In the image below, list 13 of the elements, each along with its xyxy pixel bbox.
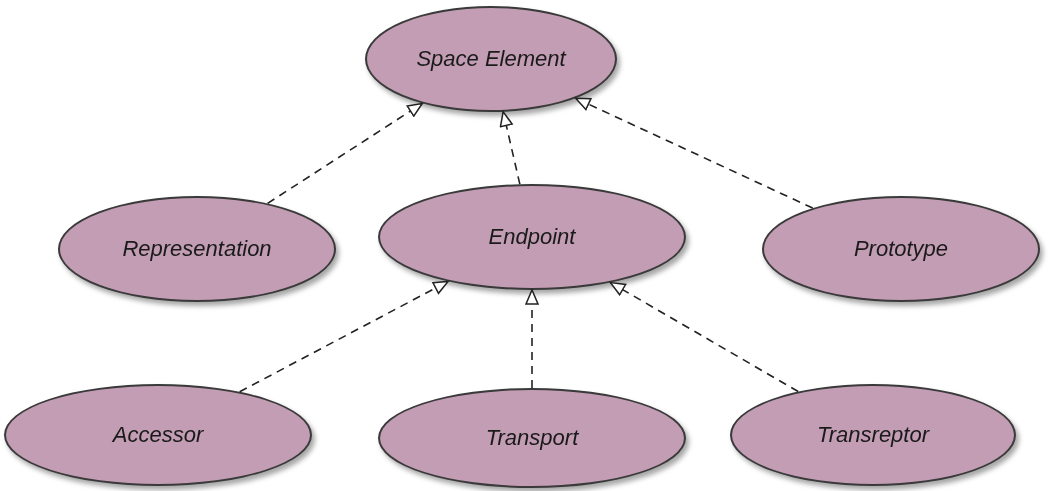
class-name: Endpoint (488, 223, 576, 251)
class-name: Accessor (112, 421, 204, 449)
class-name: Transport (485, 424, 579, 452)
class-name: Prototype (853, 235, 949, 263)
dashed-arrow (574, 97, 814, 209)
class-name: Space Element (416, 45, 566, 73)
class-name: Representation (122, 235, 272, 263)
dashed-arrow (499, 110, 521, 185)
dashed-arrow (525, 289, 539, 389)
dashed-arrow (266, 102, 424, 205)
class-name: Transreptor (816, 421, 930, 449)
dashed-arrow (609, 281, 799, 393)
dashed-arrow (238, 280, 449, 393)
